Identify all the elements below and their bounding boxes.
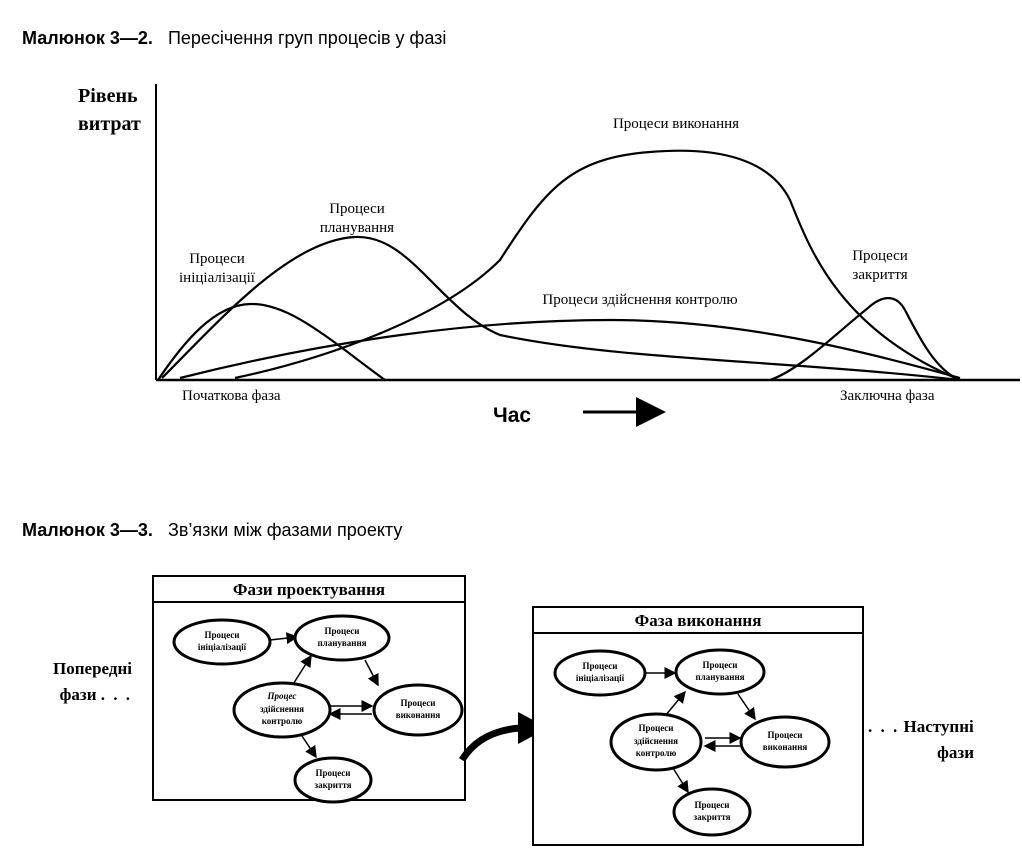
svg-text:Процеси: Процеси [316, 768, 351, 778]
phase-relations-diagram: Фази проектування Процеси ініціалізації … [152, 575, 864, 846]
svg-text:Процес: Процес [267, 691, 297, 701]
previous-ellipsis: . . . [100, 685, 132, 704]
curve-closing [769, 297, 961, 382]
design-node-control: Процес здійснення контролю [232, 681, 332, 739]
svg-text:здійснення: здійснення [260, 704, 304, 714]
svg-text:Процеси: Процеси [695, 800, 730, 810]
previous-phases-label: Попередні фази . . . [22, 656, 132, 708]
svg-text:закриття: закриття [314, 780, 351, 790]
svg-text:закриття: закриття [693, 812, 730, 822]
y-axis-label-line1: Рівень [78, 85, 138, 107]
next-phases-label: . . . Наступні фази [868, 714, 978, 766]
svg-text:контролю: контролю [636, 748, 677, 758]
figure2-title: Малюнок 3—3. Зв’язки між фазами проекту [22, 520, 402, 541]
end-phase-label: Заключна фаза [840, 388, 935, 404]
phase-transition-arrow [459, 724, 521, 762]
label-initiation-line1: Процеси [189, 251, 245, 267]
exec-node-closing: Процеси закриття [672, 787, 752, 837]
svg-text:виконання: виконання [396, 710, 441, 720]
curve-execution [234, 149, 961, 382]
design-node-execution: Процеси виконання [372, 683, 464, 737]
svg-text:Процеси: Процеси [325, 626, 360, 636]
figure1-title: Малюнок 3—2. Пересічення груп процесів у… [22, 28, 446, 49]
figure2-caption: Зв’язки між фазами проекту [167, 520, 403, 540]
curve-initiation [157, 302, 386, 381]
curve-planning [161, 235, 961, 382]
curve-control [179, 318, 961, 380]
next-ellipsis: . . . [868, 717, 900, 736]
design-node-initiation: Процеси ініціалізації [172, 618, 272, 666]
label-planning-line2: планування [320, 220, 394, 236]
svg-text:Процеси: Процеси [703, 660, 738, 670]
label-closing-line1: Процеси [852, 248, 908, 264]
design-node-planning: Процеси планування [293, 614, 391, 662]
svg-text:контролю: контролю [262, 716, 303, 726]
y-axis-label-line2: витрат [78, 113, 141, 135]
figure1-caption: Пересічення груп процесів у фазі [167, 28, 447, 48]
label-planning-line1: Процеси [329, 201, 385, 217]
svg-text:ініціалізації: ініціалізації [198, 642, 247, 652]
design-phase-box: Фази проектування Процеси ініціалізації … [152, 575, 466, 804]
next-phases-line1: . . . Наступні [868, 717, 974, 736]
svg-text:планування: планування [695, 672, 744, 682]
execution-phase-title: Фаза виконання [635, 611, 762, 630]
label-initiation-line2: ініціалізації [179, 270, 256, 286]
figure1-number: Малюнок 3—2. [22, 28, 153, 48]
exec-node-execution: Процеси виконання [739, 715, 831, 769]
design-phase-title: Фази проектування [233, 580, 385, 599]
svg-text:Процеси: Процеси [639, 723, 674, 733]
execution-phase-box: Фаза виконання Процеси ініціалізації Про… [532, 606, 864, 846]
process-overlap-chart: Рівень витрат Процеси ініціалізації Проц… [78, 84, 1020, 427]
exec-node-planning: Процеси планування [674, 648, 766, 696]
svg-text:Процеси: Процеси [401, 698, 436, 708]
label-closing-line2: закриття [852, 267, 907, 283]
exec-node-control: Процеси здійснення контролю [609, 712, 703, 772]
svg-text:планування: планування [317, 638, 366, 648]
design-node-closing: Процеси закриття [293, 756, 373, 804]
exec-node-initiation: Процеси ініціалізації [553, 649, 647, 697]
figure2-number: Малюнок 3—3. [22, 520, 153, 540]
svg-text:Процеси: Процеси [768, 730, 803, 740]
svg-text:виконання: виконання [763, 742, 808, 752]
start-phase-label: Початкова фаза [182, 388, 281, 404]
next-phases-line2: фази [937, 743, 974, 762]
svg-text:здійснення: здійснення [634, 736, 678, 746]
x-axis-label: Час [493, 404, 531, 427]
previous-phases-line2: фази . . . [59, 685, 132, 704]
svg-text:ініціалізації: ініціалізації [576, 673, 625, 683]
svg-text:Процеси: Процеси [205, 630, 240, 640]
label-control: Процеси здійснення контролю [542, 292, 737, 308]
label-execution: Процеси виконання [613, 116, 739, 132]
previous-phases-line1: Попередні [53, 659, 132, 678]
svg-text:Процеси: Процеси [583, 661, 618, 671]
